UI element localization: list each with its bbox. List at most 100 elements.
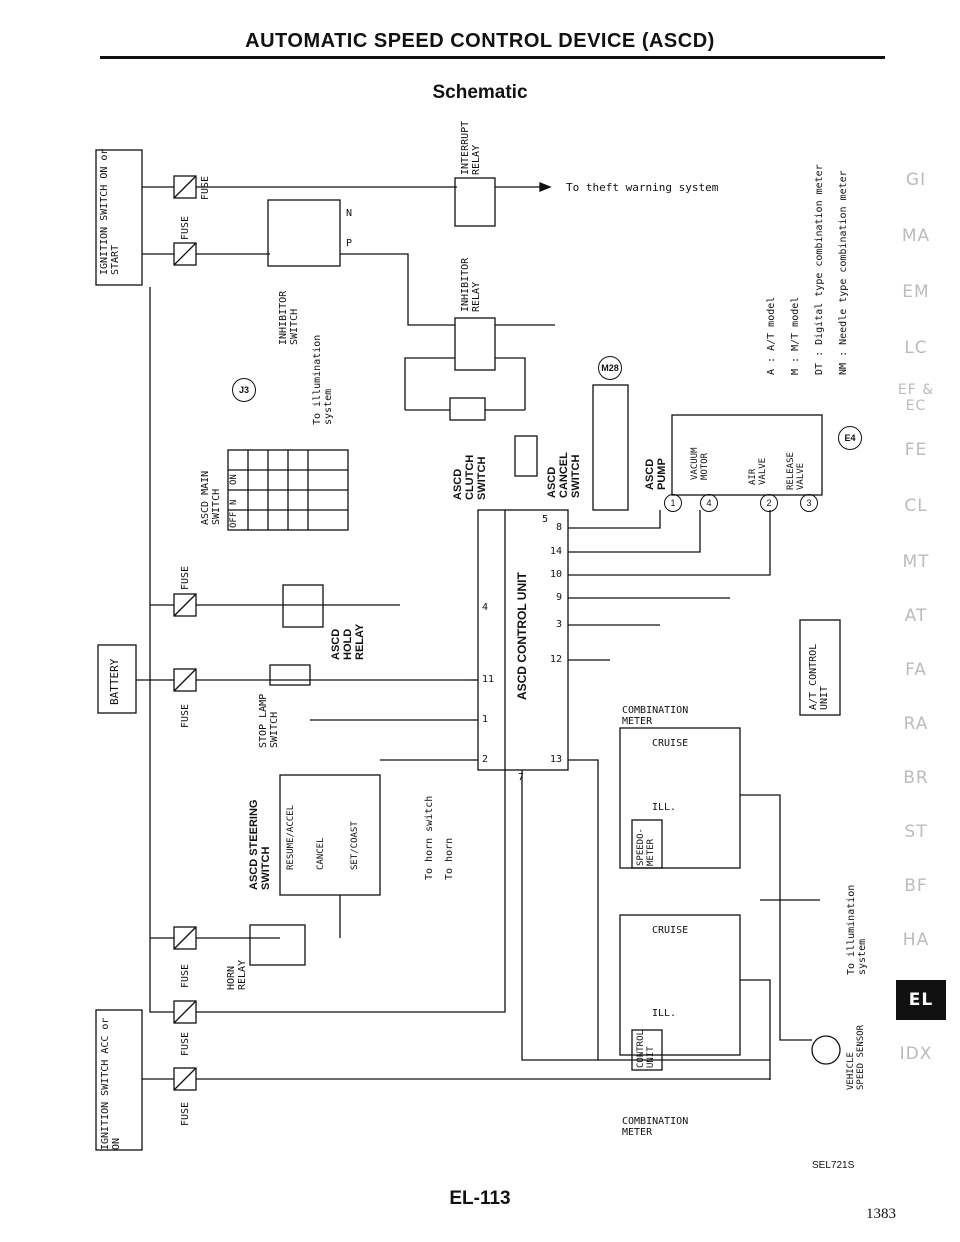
air-valve-label: AIR VALVE bbox=[748, 457, 768, 485]
main-switch-pos-off: OFF bbox=[229, 511, 239, 528]
cancel-switch-label: ASCD CANCEL SWITCH bbox=[546, 452, 582, 498]
release-valve-label: RELEASE VALVE bbox=[786, 452, 806, 490]
legend-item-a: A : A/T model bbox=[766, 296, 777, 375]
side-tab-fe[interactable]: FE bbox=[904, 440, 928, 460]
page-title: AUTOMATIC SPEED CONTROL DEVICE (ASCD) bbox=[245, 30, 715, 52]
horn-relay-label: HORN RELAY bbox=[226, 959, 248, 990]
side-tab-em[interactable]: EM bbox=[902, 282, 930, 302]
ign-switch-start-box bbox=[95, 149, 143, 286]
horn-switch-target: To horn switch bbox=[424, 795, 435, 880]
side-tab-fa[interactable]: FA bbox=[905, 660, 927, 680]
side-tab-ma[interactable]: MA bbox=[901, 226, 931, 246]
main-switch-pos-on: ON bbox=[229, 474, 239, 485]
cu-pin-4: 4 bbox=[482, 602, 489, 613]
side-tab-cl[interactable]: CL bbox=[904, 496, 928, 516]
ascd-hold-relay bbox=[282, 584, 324, 628]
page-number: EL-113 bbox=[449, 1188, 511, 1209]
side-tab-ef-ec[interactable]: EF & EC bbox=[897, 382, 935, 414]
steering-item-cancel: CANCEL bbox=[316, 837, 326, 870]
fuse-label-5: FUSE bbox=[180, 963, 191, 988]
theft-target-label: To theft warning system bbox=[566, 181, 719, 194]
legend-item-nm: NM : Needle type combination meter bbox=[838, 170, 849, 375]
section-subtitle: Schematic bbox=[432, 82, 528, 103]
steering-item-set: SET/COAST bbox=[350, 821, 360, 870]
fuse-label-6: FUSE bbox=[180, 1031, 191, 1056]
connector-m28: M28 bbox=[598, 356, 622, 380]
side-tab-at[interactable]: AT bbox=[904, 606, 928, 626]
cu-pin-13: 13 bbox=[550, 754, 563, 765]
side-tab-lc[interactable]: LC bbox=[904, 338, 928, 358]
speedometer-label: SPEEDO-METER bbox=[636, 828, 656, 866]
side-tab-ha[interactable]: HA bbox=[902, 930, 930, 950]
side-tab-mt[interactable]: MT bbox=[902, 552, 930, 572]
cu-pin-11: 11 bbox=[482, 674, 495, 685]
fuse-label-1: FUSE bbox=[200, 175, 211, 200]
horn-target: To horn bbox=[444, 837, 455, 880]
illumination-target-label-2: To illumination system bbox=[846, 884, 868, 975]
cu-pin-5: 5 bbox=[542, 514, 549, 525]
interrupt-relay-label: INTERRUPT RELAY bbox=[460, 120, 482, 175]
connector-grid-m28 bbox=[592, 384, 629, 511]
ascd-main-switch-label: ASCD MAIN SWITCH bbox=[200, 470, 222, 525]
pn-label-p: P bbox=[346, 238, 353, 249]
ign-switch-acc-label: IGNITION SWITCH ACC or ON bbox=[100, 1017, 122, 1150]
battery-box bbox=[97, 644, 137, 714]
main-switch-pos-n: N bbox=[229, 499, 239, 505]
cruise-label-top: CRUISE bbox=[652, 738, 689, 749]
vehicle-speed-sensor-label: VEHICLE SPEED SENSOR bbox=[846, 1024, 866, 1090]
cu-pin-12: 12 bbox=[550, 654, 563, 665]
fuse-label-4: FUSE bbox=[180, 703, 191, 728]
ill-label-bottom: ILL. bbox=[652, 1008, 677, 1019]
cruise-label-bottom: CRUISE bbox=[652, 925, 689, 936]
meter-control-unit-label: CONTROL UNIT bbox=[636, 1030, 656, 1068]
ign-switch-acc-box bbox=[95, 1009, 143, 1151]
cu-pin-9: 9 bbox=[556, 592, 563, 603]
stop-lamp-switch-label: STOP LAMP SWITCH bbox=[258, 693, 280, 748]
illumination-target-label-1: To illumination system bbox=[312, 334, 334, 425]
cu-pin-1: 1 bbox=[482, 714, 489, 725]
meter-control-unit bbox=[631, 1029, 663, 1071]
connector-e4: E4 bbox=[838, 426, 862, 450]
ascd-pump-label: ASCD PUMP bbox=[644, 458, 668, 490]
side-tab-bf[interactable]: BF bbox=[904, 876, 928, 896]
side-tab-idx[interactable]: IDX bbox=[899, 1044, 933, 1064]
ign-switch-start-label: IGNITION SWITCH ON or START bbox=[99, 148, 121, 275]
vehicle-speed-sensor bbox=[811, 1035, 841, 1065]
pump-pin-2: 2 bbox=[760, 494, 778, 512]
horn-relay bbox=[249, 924, 306, 966]
pn-label-n: N bbox=[346, 208, 353, 219]
inhibitor-switch-label: INHIBITOR SWITCH bbox=[278, 290, 300, 345]
steering-item-resume: RESUME/ACCEL bbox=[286, 804, 296, 870]
title-rule bbox=[100, 56, 885, 59]
inhibitor-switch bbox=[267, 199, 341, 267]
legend-item-m: M : M/T model bbox=[790, 296, 801, 375]
side-tab-ra[interactable]: RA bbox=[903, 714, 929, 734]
side-tab-br[interactable]: BR bbox=[903, 768, 929, 788]
fuse-label-7: FUSE bbox=[180, 1101, 191, 1126]
combination-meter-label-bottom: COMBINATION METER bbox=[622, 1116, 689, 1138]
side-tab-st[interactable]: ST bbox=[904, 822, 928, 842]
speedometer-box bbox=[631, 819, 663, 869]
combination-meter-upper bbox=[619, 727, 741, 869]
side-tab-el[interactable]: EL bbox=[896, 980, 946, 1020]
control-unit-label: ASCD CONTROL UNIT bbox=[515, 572, 529, 700]
legend-item-dt: DT : Digital type combination meter bbox=[814, 164, 825, 375]
inhibitor-relay-label: INHIBITOR RELAY bbox=[460, 257, 482, 312]
interrupt-relay bbox=[454, 177, 496, 227]
combination-meter-label-top: COMBINATION METER bbox=[622, 705, 689, 727]
cu-pin-8: 8 bbox=[556, 522, 563, 533]
file-number: 1383 bbox=[866, 1206, 896, 1222]
figure-id: SEL721S bbox=[812, 1160, 855, 1171]
cancel-switch bbox=[514, 435, 538, 477]
cu-pin-2: 2 bbox=[482, 754, 489, 765]
clutch-switch bbox=[449, 397, 486, 421]
vacuum-motor-label: VACUUM MOTOR bbox=[690, 447, 710, 480]
fuse-label-3: FUSE bbox=[180, 565, 191, 590]
clutch-switch-label: ASCD CLUTCH SWITCH bbox=[452, 454, 488, 500]
ascd-control-unit bbox=[477, 509, 569, 771]
side-tab-gi[interactable]: GI bbox=[905, 170, 927, 190]
ascd-steering-switch bbox=[279, 774, 381, 896]
combination-meter-lower bbox=[619, 914, 741, 1056]
pump-pin-4: 4 bbox=[700, 494, 718, 512]
